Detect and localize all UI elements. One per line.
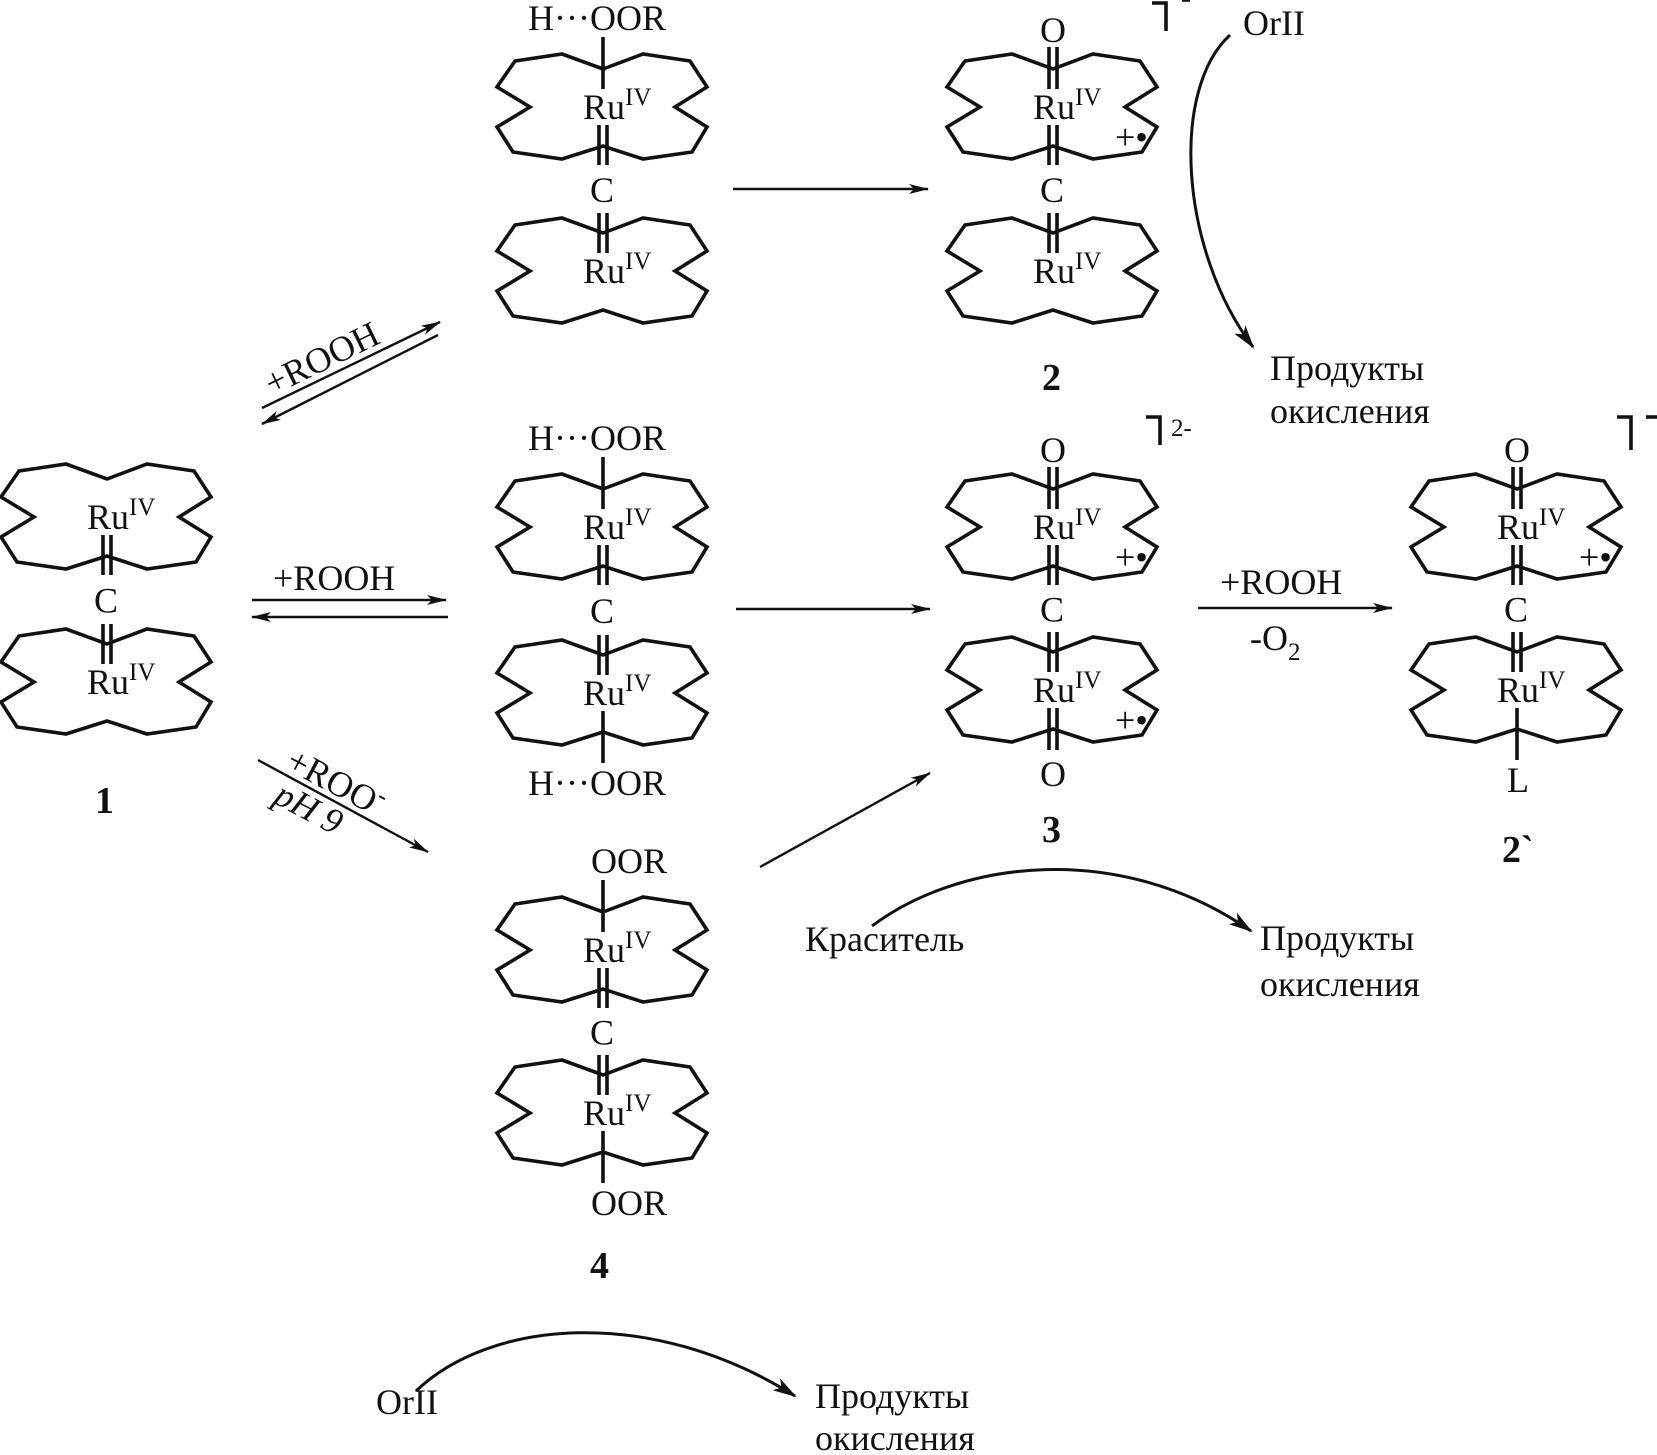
macrocycle-upper bbox=[0, 462, 214, 571]
macrocycle-upper bbox=[494, 895, 710, 1004]
curved-arrow-orii-bottom bbox=[414, 1331, 797, 1398]
macrocycle-upper bbox=[944, 472, 1160, 581]
bracket-2prime bbox=[1617, 415, 1633, 450]
bridging-carbon: C bbox=[94, 581, 118, 621]
compound-1: RuIV RuIV C bbox=[0, 462, 214, 736]
macrocycle-lower bbox=[944, 216, 1160, 325]
ru-iv-center: RuIV bbox=[1033, 84, 1101, 127]
product-mid-line1: Продукты bbox=[1260, 918, 1414, 958]
ru-iv-center: RuIV bbox=[1497, 504, 1565, 547]
ru-iv-center: RuIV bbox=[1033, 504, 1101, 547]
radical-cation: +• bbox=[1115, 537, 1148, 577]
ru-iv-center: RuIV bbox=[583, 670, 651, 713]
ru-iv-center: RuIV bbox=[1033, 248, 1101, 291]
substrate-orii-top: OrII bbox=[1243, 3, 1305, 43]
label-compound-3: 3 bbox=[1042, 809, 1061, 851]
oxo-top: O bbox=[1040, 10, 1066, 50]
bracket-3 bbox=[1146, 415, 1162, 445]
compound-2prime: RuIV +• RuIV C O L bbox=[1408, 430, 1624, 800]
product-top-line2: окисления bbox=[1270, 391, 1430, 431]
arrow-to-4 bbox=[257, 758, 429, 854]
radical-cation: +• bbox=[1115, 117, 1148, 157]
byproduct-o2: -O2 bbox=[1250, 618, 1301, 666]
ru-iv-center: RuIV bbox=[1033, 667, 1101, 710]
ru-iv-center: RuIV bbox=[583, 1090, 651, 1133]
reagent-rooh-mid: +ROOH bbox=[273, 558, 395, 598]
ru-iv-center: RuIV bbox=[583, 84, 651, 127]
macrocycle-lower bbox=[494, 216, 710, 325]
ru-iv-center: RuIV bbox=[583, 504, 651, 547]
macrocycle-lower bbox=[0, 627, 214, 736]
radical-cation: +• bbox=[1579, 537, 1612, 577]
oxo-bottom: O bbox=[1040, 754, 1066, 794]
reaction-arrows bbox=[251, 0, 1657, 1398]
axial-ligand-top: OOR bbox=[591, 841, 667, 881]
reagent-rooh-top: +ROOH bbox=[258, 314, 385, 404]
substrate-dye: Краситель bbox=[805, 919, 964, 959]
bridging-carbon: C bbox=[590, 170, 614, 210]
ru-iv-center: RuIV bbox=[583, 927, 651, 970]
compound-4: RuIV RuIV C OOR OOR bbox=[494, 841, 710, 1223]
ru-iv-center: RuIV bbox=[583, 248, 651, 291]
label-compound-4: 4 bbox=[590, 1245, 609, 1287]
curved-arrow-orii-top bbox=[1189, 33, 1255, 349]
arrow-back-top bbox=[261, 333, 439, 426]
axial-ligand-bottom: H···OOR bbox=[528, 763, 666, 803]
macrocycle-upper bbox=[944, 52, 1160, 161]
bracket-2 bbox=[1152, 1, 1168, 31]
oxo-top: O bbox=[1040, 430, 1066, 470]
radical-cation: +• bbox=[1115, 700, 1148, 740]
axial-ligand-top: H···OOR bbox=[528, 0, 666, 38]
compound-bis-adduct: RuIV RuIV C H···OOR H···OOR bbox=[494, 418, 710, 803]
label-compound-2: 2 bbox=[1042, 357, 1061, 399]
product-top-line1: Продукты bbox=[1270, 348, 1424, 388]
macrocycle-upper bbox=[1408, 472, 1624, 581]
axial-ligand-l: L bbox=[1507, 760, 1529, 800]
macrocycle-lower bbox=[944, 635, 1160, 744]
axial-ligand-bottom: OOR bbox=[591, 1183, 667, 1223]
bridging-carbon: C bbox=[1504, 590, 1528, 630]
charge-3: 2- bbox=[1171, 415, 1192, 442]
ru-iv-center: RuIV bbox=[87, 659, 155, 702]
macrocycle-upper bbox=[494, 472, 710, 581]
compound-mono-adduct: RuIV RuIV C H···OOR bbox=[494, 0, 710, 325]
label-compound-2prime: 2` bbox=[1502, 829, 1534, 871]
reagent-rooh-3: +ROOH bbox=[1220, 562, 1342, 602]
substrate-orii-bottom: OrII bbox=[376, 1382, 438, 1422]
compound-3: RuIV +• RuIV +• C O O bbox=[944, 430, 1160, 794]
macrocycle-lower bbox=[494, 1058, 710, 1167]
ru-iv-center: RuIV bbox=[1497, 667, 1565, 710]
oxo-top: O bbox=[1504, 430, 1530, 470]
product-bottom-line2: окисления bbox=[815, 1418, 975, 1455]
product-bottom-line1: Продукты bbox=[815, 1376, 969, 1416]
macrocycle-lower bbox=[1408, 635, 1624, 744]
macrocycle-lower bbox=[494, 638, 710, 747]
bridging-carbon: C bbox=[1040, 170, 1064, 210]
product-mid-line2: окисления bbox=[1260, 964, 1420, 1004]
arrow-forward-top bbox=[261, 320, 441, 410]
macrocycle-upper bbox=[494, 52, 710, 161]
arrow-4-to-3 bbox=[759, 771, 931, 869]
bridging-carbon: C bbox=[590, 1013, 614, 1053]
curved-arrow-dye bbox=[871, 867, 1253, 933]
ru-iv-center: RuIV bbox=[87, 494, 155, 537]
label-compound-1: 1 bbox=[95, 780, 114, 822]
bridging-carbon: C bbox=[590, 591, 614, 631]
compound-2: RuIV +• RuIV C O bbox=[944, 10, 1160, 325]
bridging-carbon: C bbox=[1040, 590, 1064, 630]
axial-ligand-top: H···OOR bbox=[528, 418, 666, 458]
